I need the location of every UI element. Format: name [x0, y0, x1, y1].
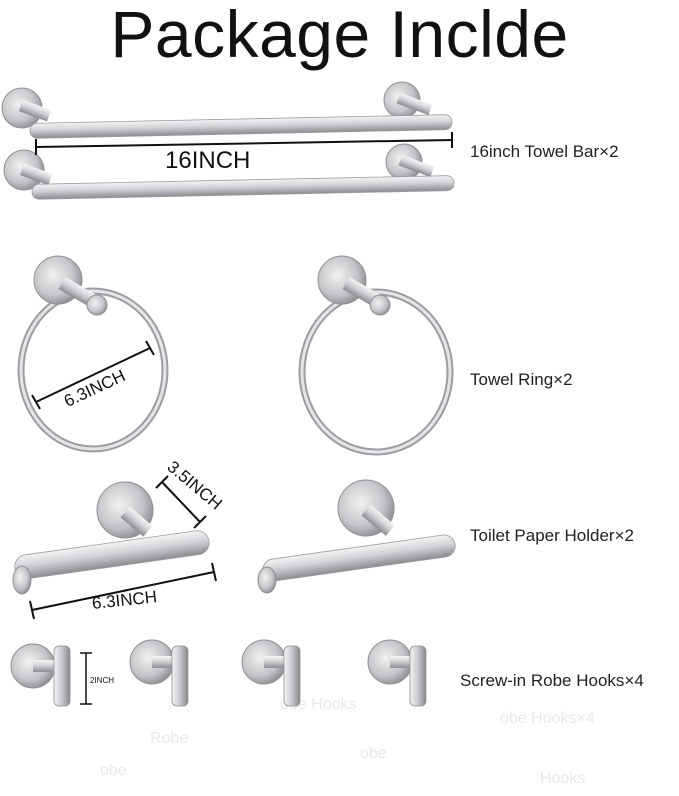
robe-hook-dimension-line [80, 652, 92, 705]
robe-hook-2 [129, 639, 189, 707]
toilet-paper-depth-dimension: 3.5INCH [164, 457, 226, 513]
towel-ring-dimension: 6.3INCH [61, 366, 128, 411]
robe-hooks-label: Screw-in Robe Hooks×4 [460, 671, 644, 690]
towel-bar-1 [1, 81, 453, 139]
towel-bar-dimension: 16INCH [165, 147, 250, 174]
robe-hook-dimension: 2INCH [90, 676, 114, 685]
towel-bar-2 [3, 143, 455, 200]
toilet-paper-holder-label: Toilet Paper Holder×2 [470, 526, 634, 545]
towel-bar-label: 16inch Towel Bar×2 [470, 142, 619, 161]
towel-ring-label: Towel Ring×2 [470, 370, 573, 389]
toilet-paper-holder-1 [12, 481, 210, 595]
towel-ring-2 [298, 255, 454, 456]
toilet-paper-length-dimension: 6.3INCH [91, 587, 158, 613]
robe-hook-1 [10, 643, 71, 707]
page-title: Package Inclde [110, 0, 569, 71]
towel-ring-dimension-line [31, 340, 155, 410]
towel-bar-dimension-line [35, 132, 453, 155]
towel-ring-1 [17, 255, 169, 453]
robe-hook-3 [241, 639, 301, 707]
toilet-paper-dimension-lines [29, 475, 217, 620]
robe-hook-4 [367, 639, 427, 707]
toilet-paper-holder-2 [257, 479, 456, 594]
